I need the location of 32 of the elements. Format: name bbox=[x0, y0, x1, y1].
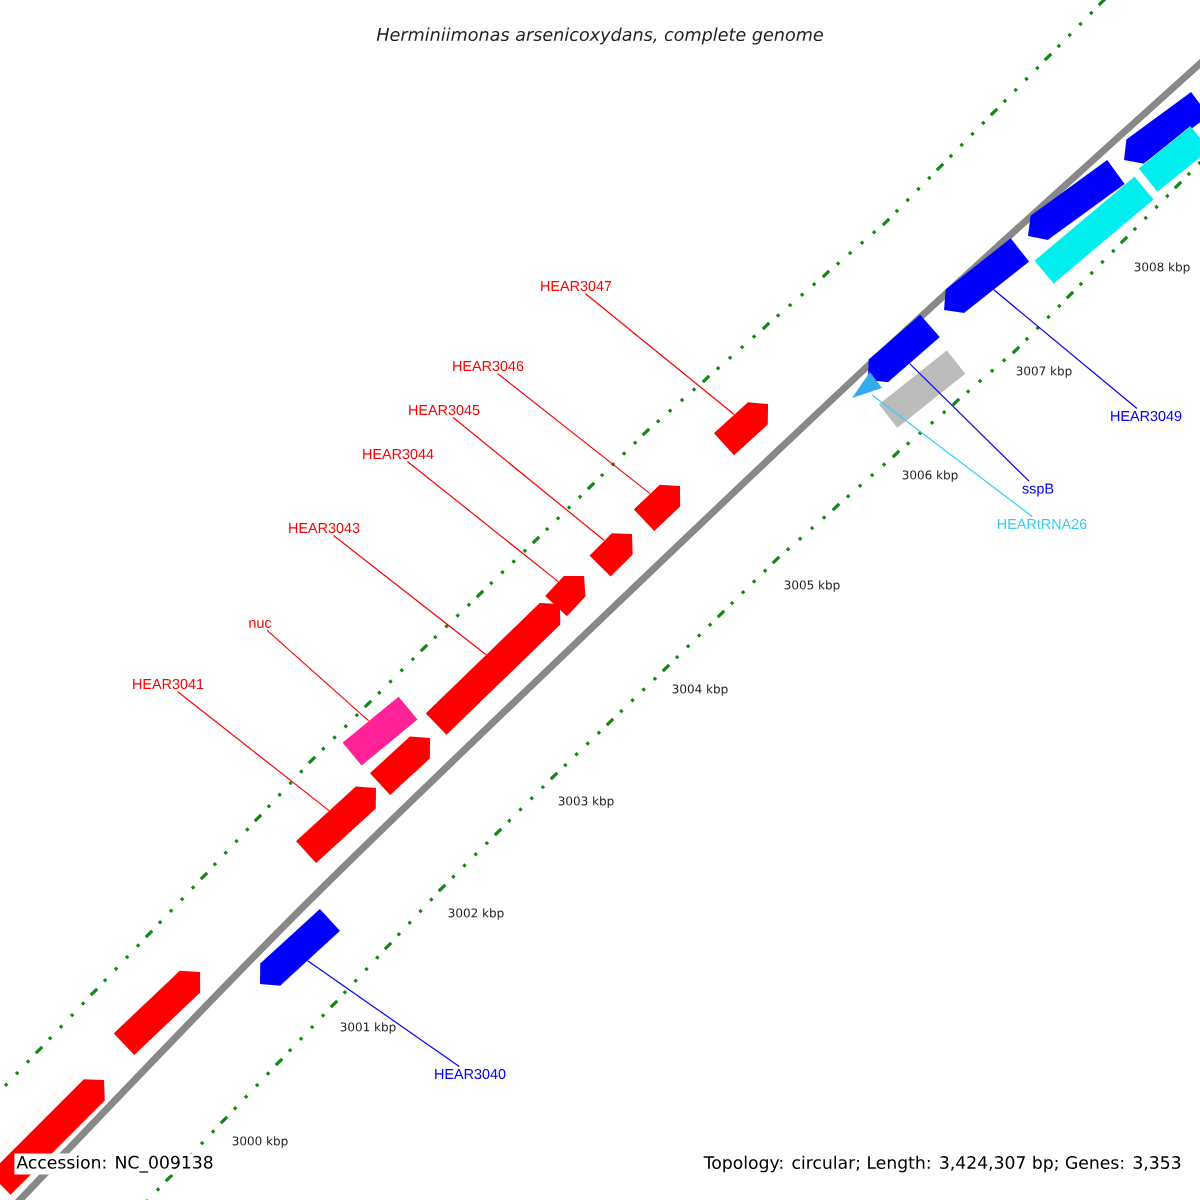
gene-feature bbox=[852, 372, 883, 398]
gene-feature bbox=[544, 575, 586, 617]
gene-feature bbox=[260, 908, 341, 986]
leader-line bbox=[176, 690, 330, 812]
genome-info-text: Topology: circular; Length: 3,424,307 bp; Genes: 3,353 bbox=[701, 1153, 1184, 1175]
gene-feature bbox=[295, 786, 376, 864]
gene-feature bbox=[867, 314, 941, 383]
gene-feature bbox=[425, 602, 561, 735]
leader-line bbox=[333, 534, 487, 656]
leader-line bbox=[406, 460, 559, 583]
title: Herminiimonas arsenicoxydans, complete genome bbox=[376, 27, 823, 45]
gene-feature bbox=[113, 970, 201, 1055]
leader-line bbox=[871, 394, 1033, 518]
gene-feature bbox=[589, 533, 633, 577]
gene-feature bbox=[369, 736, 431, 796]
leader-line bbox=[993, 289, 1138, 410]
gene-feature bbox=[633, 484, 681, 531]
gene-feature bbox=[1138, 126, 1200, 192]
leader-line bbox=[584, 292, 735, 416]
gene-feature bbox=[342, 696, 418, 766]
leader-line bbox=[909, 362, 1030, 482]
gene-feature bbox=[1124, 91, 1200, 165]
leader-line bbox=[307, 960, 460, 1068]
leader-line bbox=[266, 629, 370, 722]
leader-line bbox=[452, 416, 605, 542]
gene-feature bbox=[944, 238, 1030, 314]
gene-feature bbox=[1028, 159, 1126, 241]
gene-feature bbox=[713, 401, 769, 456]
gene-feature bbox=[878, 349, 966, 428]
accession-text: Accession: NC_009138 bbox=[14, 1153, 216, 1175]
gene-feature bbox=[0, 1078, 105, 1195]
leader-line bbox=[496, 372, 651, 495]
